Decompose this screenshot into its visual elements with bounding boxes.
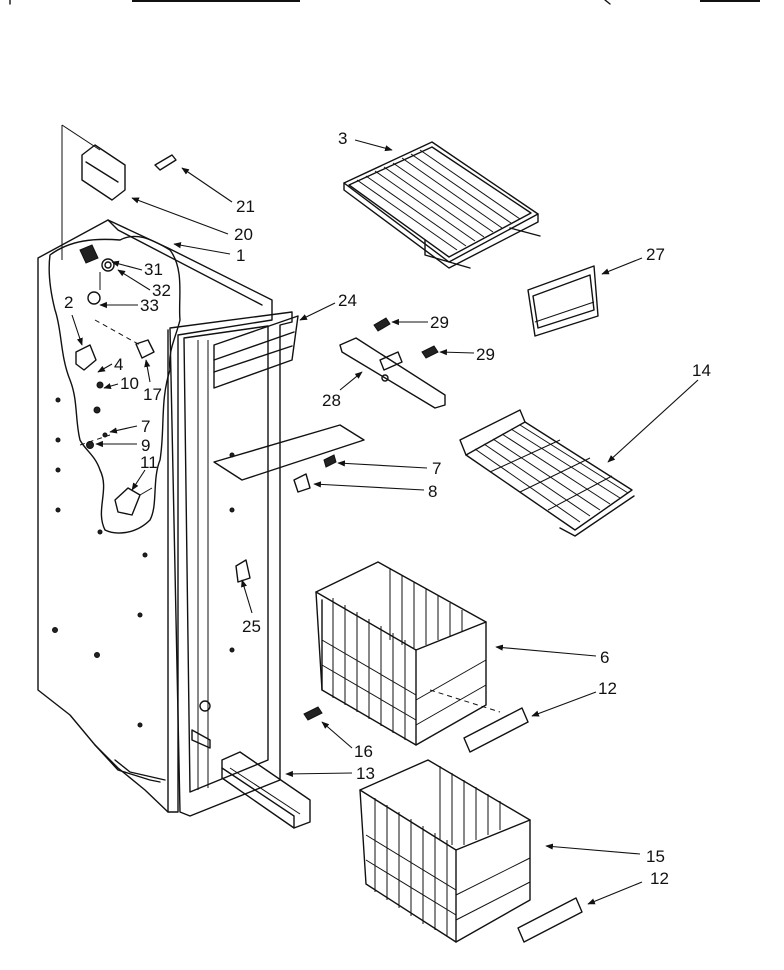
callout-17: 17 bbox=[143, 385, 162, 404]
callout-29b: 29 bbox=[476, 345, 495, 364]
callout-10: 10 bbox=[120, 374, 139, 393]
callout-15: 15 bbox=[646, 847, 665, 866]
callout-4: 4 bbox=[114, 355, 123, 374]
callout-27: 27 bbox=[646, 245, 665, 264]
part-28-bracket bbox=[339, 317, 446, 409]
callout-31: 31 bbox=[144, 260, 163, 279]
callout-6: 6 bbox=[600, 648, 609, 667]
part-6-basket bbox=[315, 561, 487, 746]
part-15-basket bbox=[359, 759, 531, 943]
callout-20: 20 bbox=[234, 225, 253, 244]
top-grille-shelf bbox=[343, 141, 541, 269]
callout-29: 29 bbox=[430, 313, 449, 332]
callout-16: 16 bbox=[354, 742, 373, 761]
callout-numbers: 3 21 20 1 27 31 32 2 33 24 29 29 4 28 10… bbox=[64, 129, 711, 888]
part-12-handle-lower bbox=[517, 897, 583, 943]
callout-12: 12 bbox=[598, 679, 617, 698]
callout-25: 25 bbox=[242, 617, 261, 636]
callout-7b: 7 bbox=[432, 459, 441, 478]
leader-lines bbox=[71, 139, 699, 905]
cutaway-harness-area bbox=[48, 235, 181, 534]
callout-11: 11 bbox=[140, 453, 158, 472]
top-edge-marks bbox=[9, 0, 760, 5]
part-7-8-small bbox=[213, 424, 365, 721]
callout-21: 21 bbox=[236, 197, 255, 216]
callout-7: 7 bbox=[141, 417, 150, 436]
callout-13: 13 bbox=[356, 764, 375, 783]
part-27-panel bbox=[527, 265, 599, 337]
callout-9: 9 bbox=[141, 436, 150, 455]
callout-12b: 12 bbox=[650, 869, 669, 888]
callout-33: 33 bbox=[140, 296, 159, 315]
callout-8: 8 bbox=[428, 482, 437, 501]
callout-28: 28 bbox=[322, 391, 341, 410]
callout-3: 3 bbox=[338, 129, 347, 148]
callout-32: 32 bbox=[152, 281, 171, 300]
callout-24: 24 bbox=[338, 291, 357, 310]
callout-1: 1 bbox=[236, 246, 245, 265]
part-13-rail bbox=[221, 751, 311, 829]
callout-2: 2 bbox=[64, 293, 73, 312]
part-24-cover bbox=[213, 315, 299, 389]
freezer-liner-cabinet bbox=[37, 124, 293, 817]
part-14-wire-shelf bbox=[459, 409, 635, 537]
part-12-handle-upper bbox=[429, 689, 529, 753]
callout-14: 14 bbox=[692, 361, 711, 380]
